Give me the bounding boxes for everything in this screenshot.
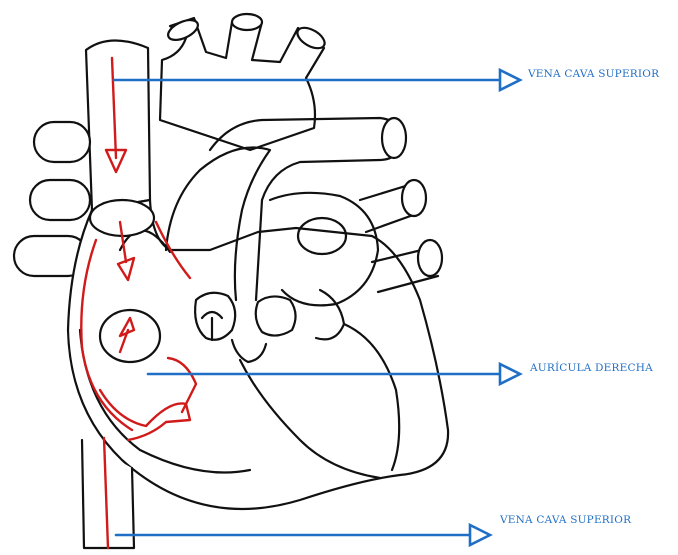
label-bottom: VENA CAVA SUPERIOR: [499, 514, 632, 526]
label-middle: AURÍCULA DERECHA: [529, 360, 653, 374]
pulmonary-artery-upper: [382, 118, 406, 158]
label-top: VENA CAVA SUPERIOR: [527, 68, 660, 80]
superior-vena-cava: [86, 40, 150, 210]
pulmonary-vein-lower-right: [418, 240, 442, 276]
pulmonary-vein-upper-right: [402, 180, 426, 216]
pulmonary-vein-middle-left: [30, 180, 90, 220]
left-carotid-artery: [232, 14, 262, 30]
pulmonary-vein-upper-left: [34, 122, 90, 162]
